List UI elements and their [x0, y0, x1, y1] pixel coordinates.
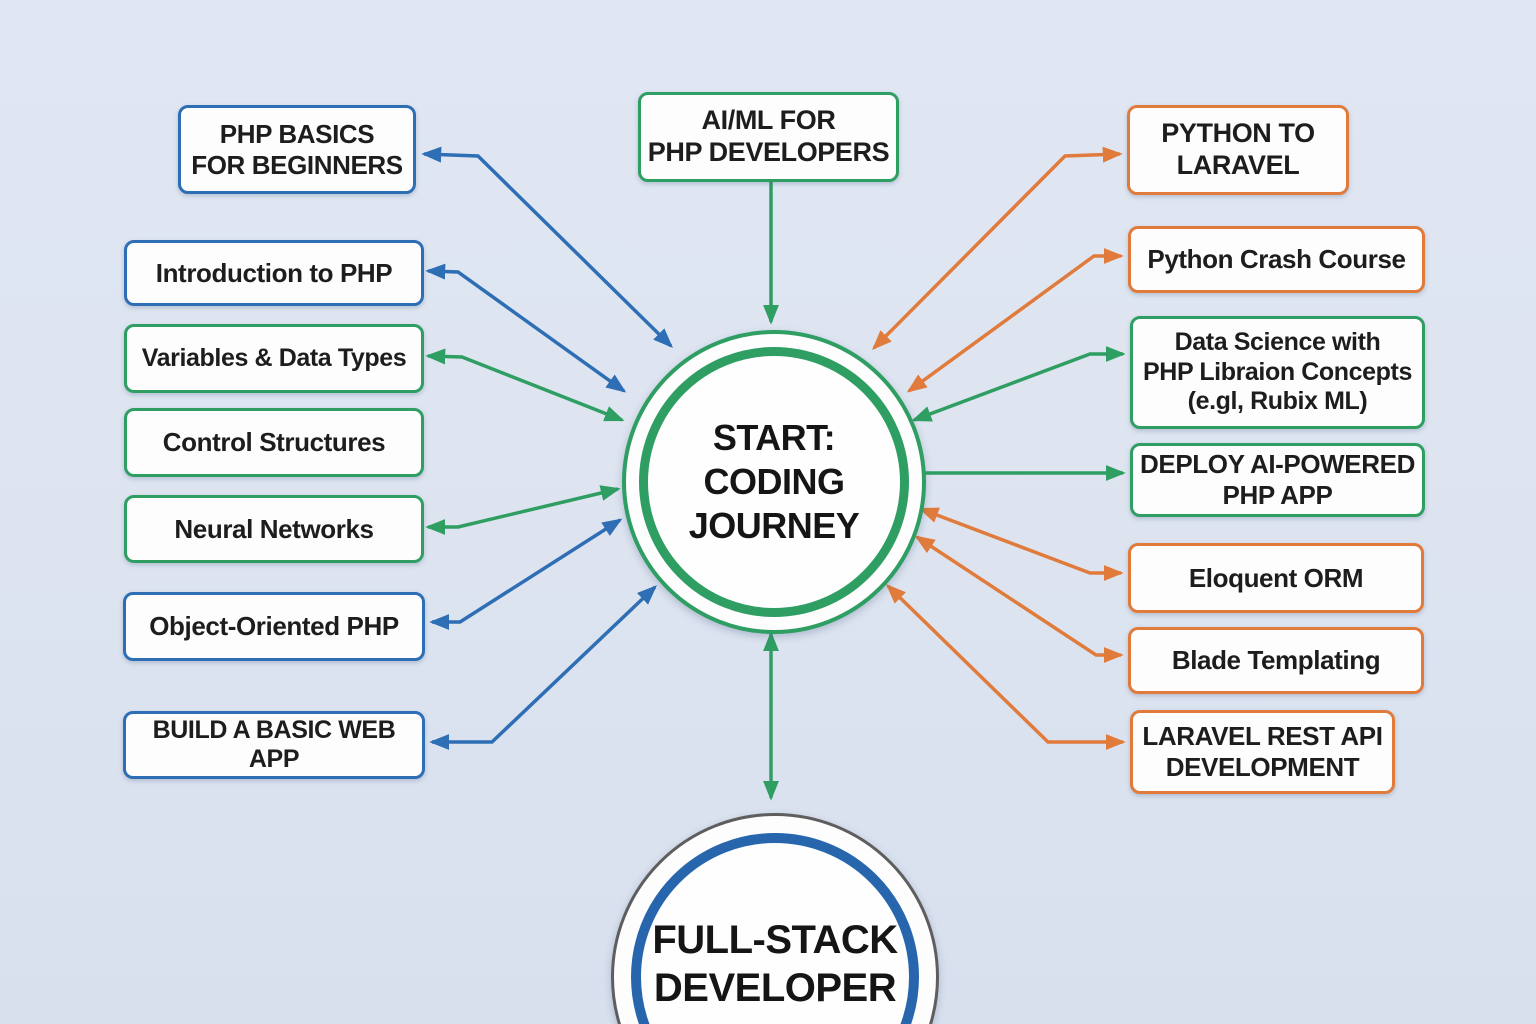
node-label: PYTHON TO LARAVEL — [1161, 118, 1315, 180]
fullstack-label: FULL-STACK DEVELOPER — [652, 918, 898, 1010]
node-eloquent-orm: Eloquent ORM — [1128, 543, 1424, 613]
node-label: Variables & Data Types — [141, 343, 407, 372]
edge-data-science — [911, 346, 1126, 422]
node-introduction-to-php: Introduction to PHP — [124, 240, 424, 306]
node-label: Data Science with PHP Libraion Concepts … — [1143, 328, 1412, 416]
edge-python-crash-course — [906, 248, 1124, 393]
node-label: Blade Templating — [1171, 645, 1381, 676]
node-label: Introduction to PHP — [155, 257, 393, 288]
edge-eloquent-orm — [918, 507, 1124, 581]
node-laravel-rest-api-development: LARAVEL REST API DEVELOPMENT — [1130, 710, 1395, 794]
fullstack-inner-ring: FULL-STACK DEVELOPER — [631, 833, 919, 1024]
node-label: AI/ML FOR PHP DEVELOPERS — [647, 105, 890, 167]
node-aiml-for-php-developers: AI/ML FOR PHP DEVELOPERS — [638, 92, 899, 182]
node-label: DEPLOY AI-POWERED PHP APP — [1140, 449, 1415, 510]
node-php-basics-for-beginners: PHP BASICS FOR BEGINNERS — [178, 105, 416, 194]
node-python-to-laravel: PYTHON TO LARAVEL — [1127, 105, 1349, 195]
edge-introduction-php — [425, 263, 627, 393]
edge-python-to-laravel — [872, 146, 1123, 350]
node-full-stack-developer: FULL-STACK DEVELOPER — [611, 813, 939, 1024]
node-control-structures: Control Structures — [124, 408, 424, 477]
node-variables-data-types: Variables & Data Types — [124, 324, 424, 393]
node-label: LARAVEL REST API DEVELOPMENT — [1142, 721, 1383, 782]
node-label: Python Crash Course — [1147, 244, 1406, 275]
node-build-a-basic-web-app: BUILD A BASIC WEB APP — [123, 711, 425, 779]
node-neural-networks: Neural Networks — [124, 495, 424, 563]
node-deploy-ai-powered-php-app: DEPLOY AI-POWERED PHP APP — [1130, 443, 1425, 517]
node-label: BUILD A BASIC WEB APP — [152, 715, 396, 774]
edge-variables-data-types — [425, 348, 625, 422]
node-object-oriented-php: Object-Oriented PHP — [123, 592, 425, 661]
node-data-science-with-php: Data Science with PHP Libraion Concepts … — [1130, 316, 1425, 429]
node-blade-templating: Blade Templating — [1128, 627, 1424, 694]
edge-object-oriented-php — [429, 518, 623, 630]
edge-blade-templating — [914, 535, 1124, 663]
node-python-crash-course: Python Crash Course — [1128, 226, 1425, 293]
node-label: Neural Networks — [174, 513, 374, 544]
edge-php-basics — [421, 146, 673, 348]
node-label: Eloquent ORM — [1188, 562, 1364, 593]
edge-build-basic-web-app — [429, 585, 658, 750]
node-label: Object-Oriented PHP — [149, 611, 399, 642]
node-label: PHP BASICS FOR BEGINNERS — [191, 118, 403, 180]
edge-laravel-rest-api — [885, 584, 1126, 750]
center-inner-ring: START: CODING JOURNEY — [639, 347, 909, 617]
center-label: START: CODING JOURNEY — [688, 417, 860, 546]
node-label: Control Structures — [162, 427, 386, 458]
edge-neural-networks — [425, 485, 621, 535]
node-start-coding-journey: START: CODING JOURNEY — [622, 330, 926, 634]
